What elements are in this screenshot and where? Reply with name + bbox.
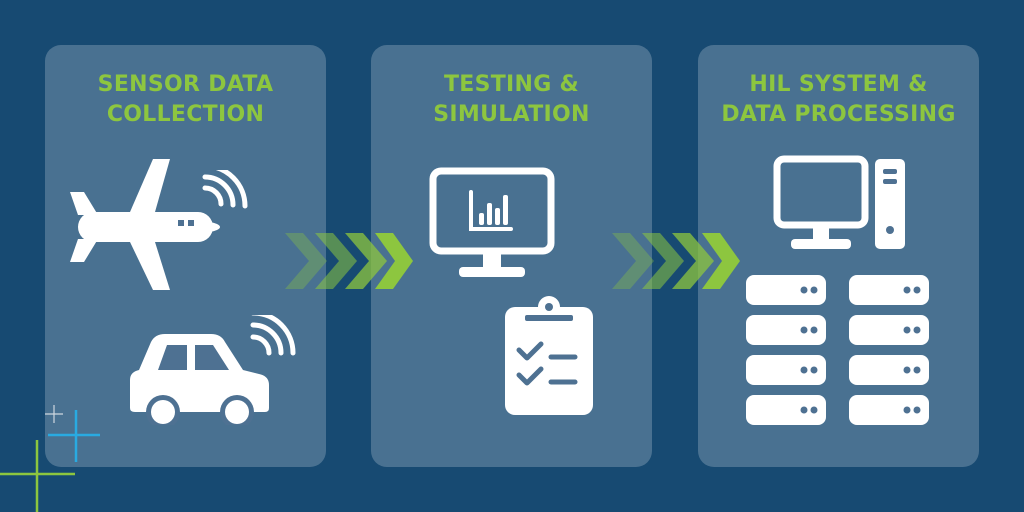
server-led [913, 366, 921, 374]
desktop-computer-icon [773, 155, 905, 249]
server-led [810, 366, 818, 374]
server-led [903, 406, 911, 414]
server-rack-icon [746, 275, 929, 425]
decorative-crosses [0, 405, 100, 512]
panel-title-line1: TESTING & [443, 72, 580, 97]
wireless-signal-icon [250, 315, 296, 356]
server-led [903, 326, 911, 334]
server-unit [746, 315, 826, 345]
server-unit [849, 355, 929, 385]
monitor-chart-icon [429, 167, 555, 277]
panel-title: TESTING & SIMULATION [371, 70, 652, 130]
car-icon [130, 334, 269, 425]
panel-title-line2: DATA PROCESSING [721, 102, 956, 127]
panel-title: HIL SYSTEM & DATA PROCESSING [698, 70, 979, 130]
panel-testing-simulation: TESTING & SIMULATION [371, 45, 652, 467]
panel-title-line1: SENSOR DATA [97, 72, 274, 97]
server-led [903, 286, 911, 294]
server-led [810, 286, 818, 294]
clipboard-checklist-icon [505, 296, 593, 415]
server-unit [849, 315, 929, 345]
panel-title: SENSOR DATA COLLECTION [45, 70, 326, 130]
server-led [800, 366, 808, 374]
server-led [913, 406, 921, 414]
wireless-signal-icon [202, 170, 248, 209]
server-led [800, 406, 808, 414]
server-led [913, 286, 921, 294]
server-led [800, 326, 808, 334]
server-unit [746, 395, 826, 425]
server-unit [849, 275, 929, 305]
chevron-arrows-icon [612, 233, 740, 289]
server-led [810, 326, 818, 334]
server-unit [746, 275, 826, 305]
server-led [903, 366, 911, 374]
server-led [913, 326, 921, 334]
panel-title-line2: COLLECTION [106, 102, 265, 127]
server-unit [849, 395, 929, 425]
panel-title-line2: SIMULATION [433, 102, 590, 127]
server-led [810, 406, 818, 414]
panel-sensor-data-collection: SENSOR DATA COLLECTION [45, 45, 326, 467]
chevron-arrows-icon [285, 233, 413, 289]
airplane-icon [70, 159, 220, 290]
server-unit [746, 355, 826, 385]
panel-hil-system-data-processing: HIL SYSTEM & DATA PROCESSING [698, 45, 979, 467]
server-led [800, 286, 808, 294]
panel-title-line1: HIL SYSTEM & [749, 72, 928, 97]
